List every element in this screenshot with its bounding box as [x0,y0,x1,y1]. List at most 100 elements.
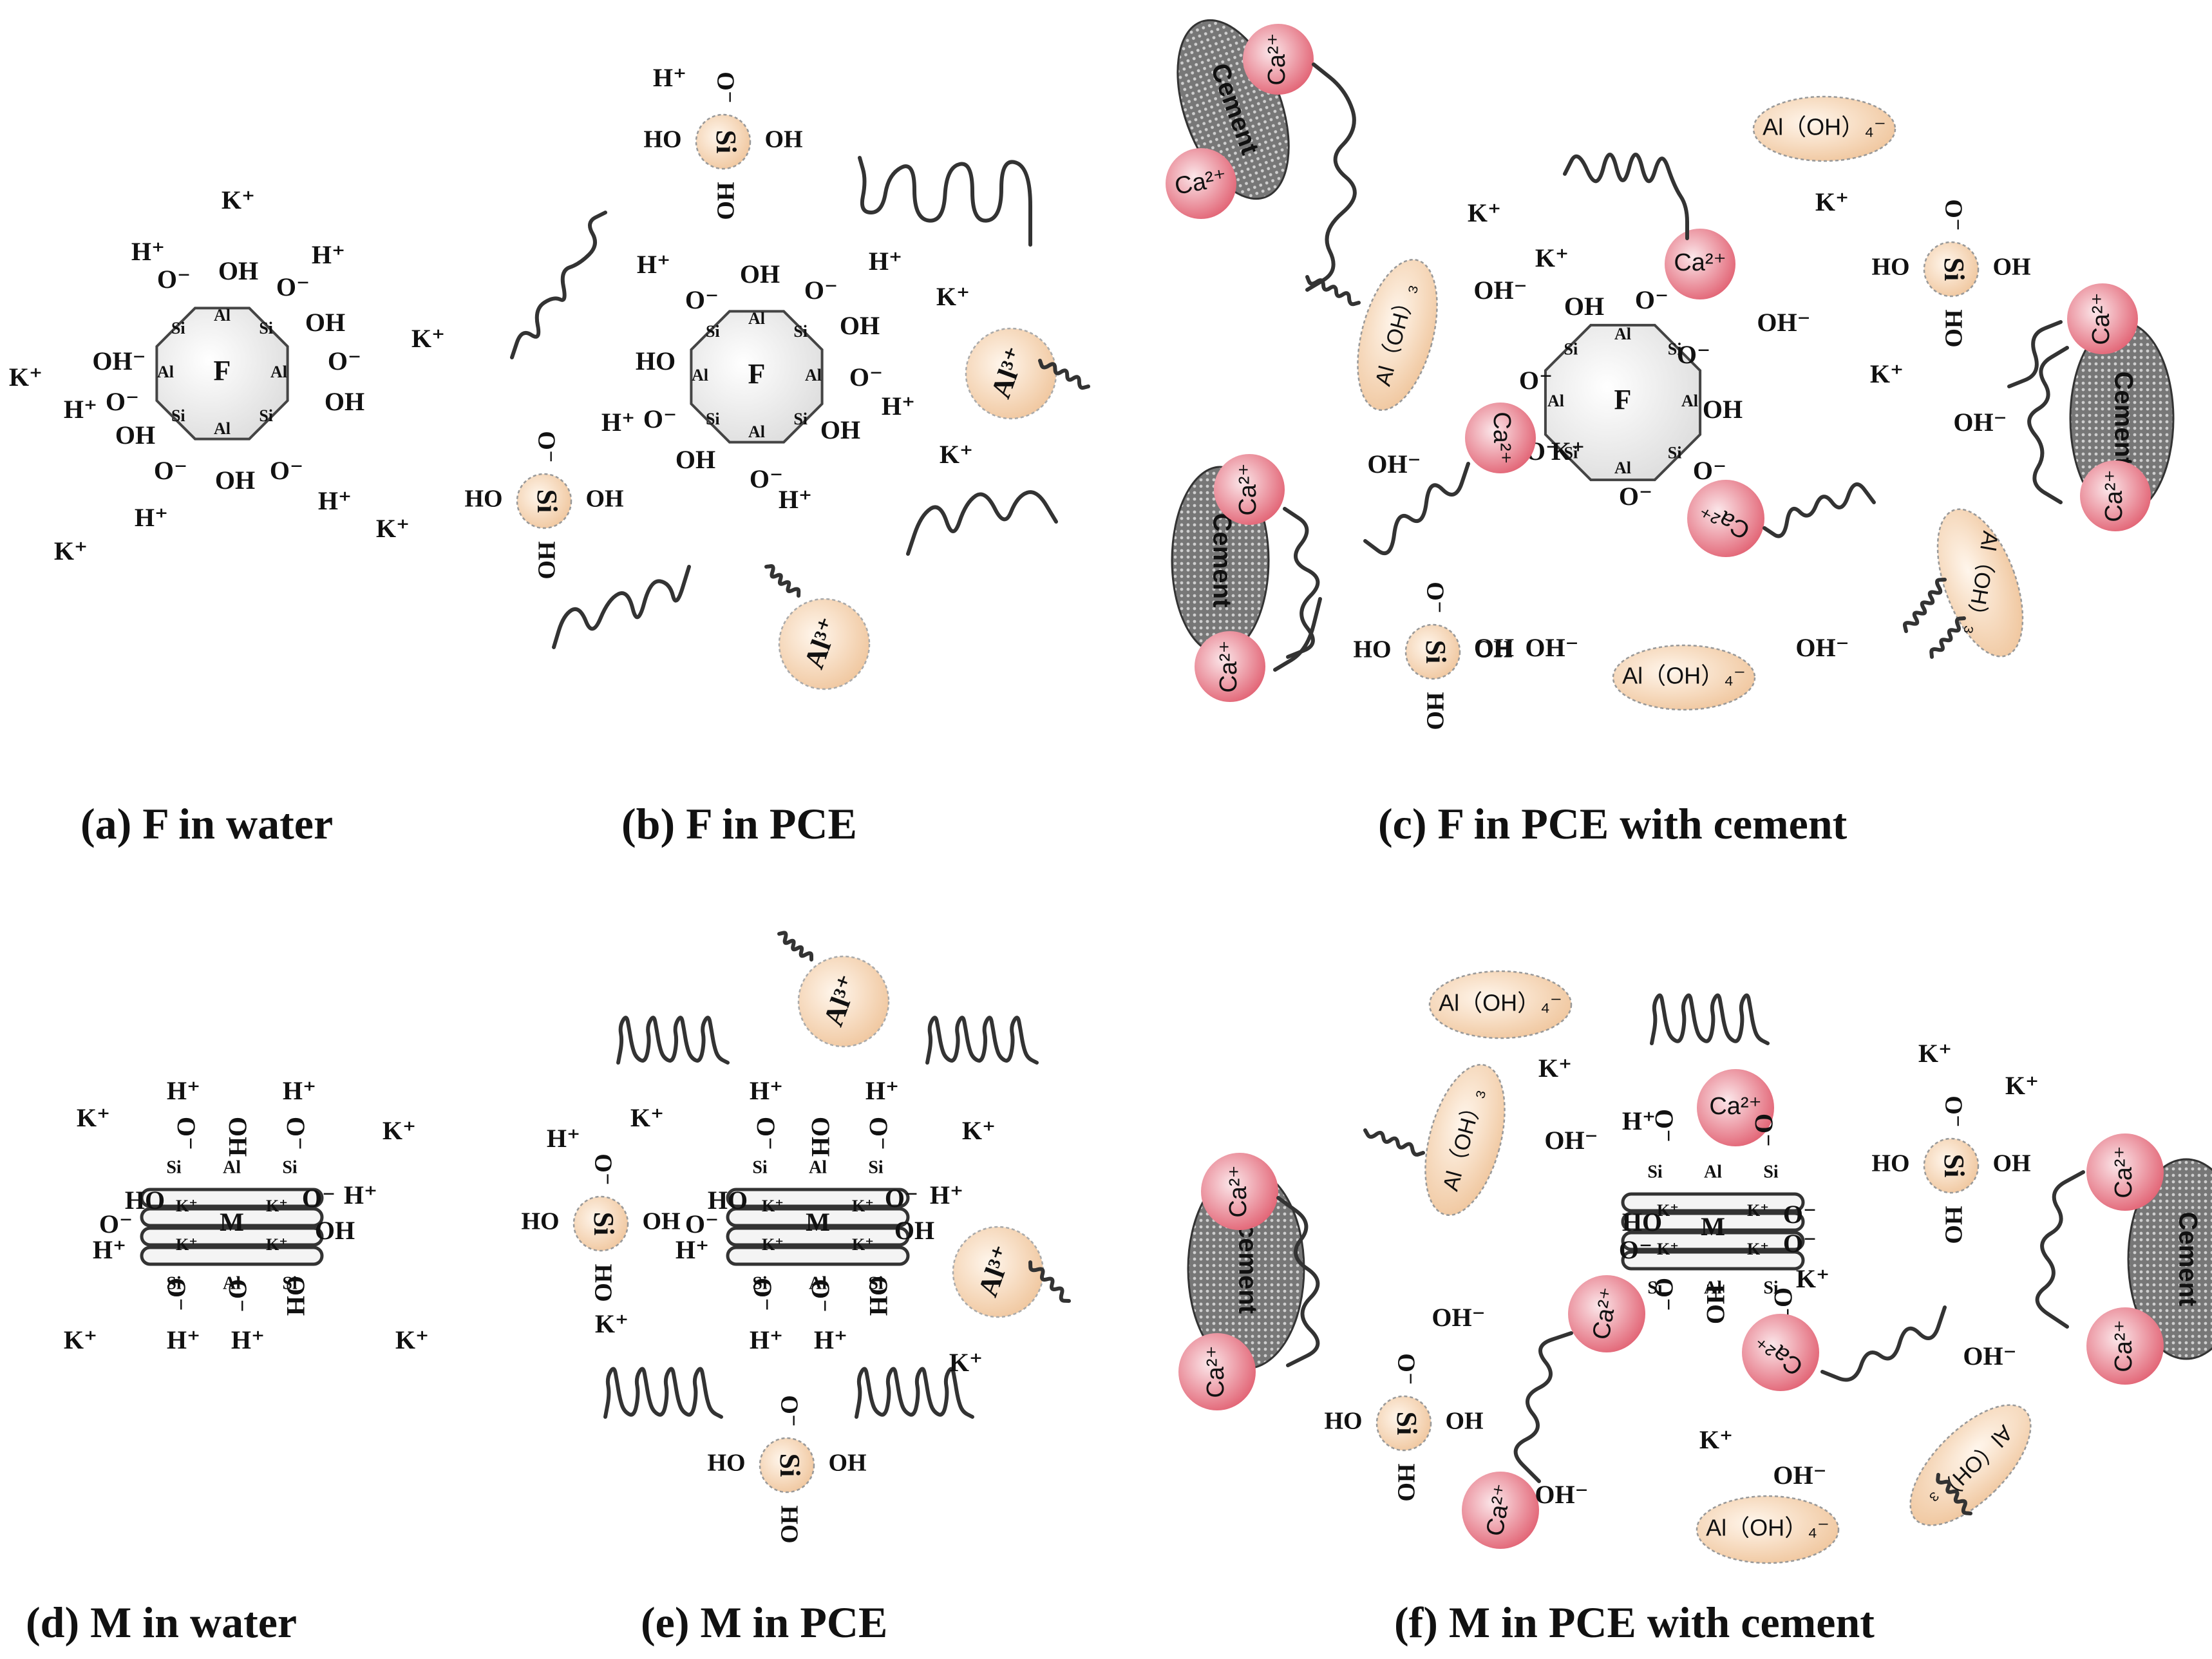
si-label: Si [868,1157,884,1177]
si-label: Si [1420,640,1451,664]
calcium-ion: Ca²⁺ [1665,229,1735,299]
hydroxyl-label: HO [1871,1150,1909,1177]
hydroxyl-label: OH [218,256,258,285]
oxide-label: O⁻ [712,71,739,104]
hydroxide-ion-label: OH⁻ [1544,1126,1598,1155]
ca-ion-circle [1195,631,1265,702]
h-ion-label: H⁺ [1622,1106,1656,1135]
si-center-circle [759,1437,815,1493]
k-ion-label: K⁺ [2005,1071,2039,1100]
si-label: Si [588,1212,619,1236]
al-label: Al [1704,1278,1722,1298]
layer-sheet [140,1188,324,1208]
al-oh-chain-c3 [1929,616,1966,659]
ca-ion-circle [2067,283,2138,354]
ca-label: Ca²⁺ [1674,249,1726,276]
ca-label: Ca²⁺ [1225,1165,1252,1217]
ca-ion-circle [2080,460,2151,531]
caption-c: (c) F in PCE with cement [1378,799,1848,848]
ca-ion-circle [1166,148,1236,219]
hydroxyl-label: HO [1940,309,1967,347]
h-ion-label: H⁺ [231,1325,265,1354]
pce-chain-c3 [1363,462,1470,556]
caption-e: (e) M in PCE [641,1598,887,1647]
al-oh-chain-c2 [1902,578,1947,633]
calcium-ion: Ca²⁺ [1201,1153,1278,1230]
k-ion-label: K⁺ [762,1235,784,1254]
oxide-label: O⁻ [804,276,838,305]
oxide-label: O⁻ [752,1117,780,1150]
hydroxyl-label: HO [636,346,676,375]
aluminum-ion: Al³⁺ [965,327,1057,420]
aluminate-ion: Al（OH）₄⁻ [1612,644,1756,711]
pce-chain-c2 [1563,153,1689,240]
hydroxide-ion-label: OH⁻ [1367,450,1421,479]
si-label: Si [1668,339,1682,358]
hydroxyl-label: OH [740,260,780,289]
layer-sheet [1621,1192,1805,1213]
particle-f-label: F [748,358,766,390]
h-ion-label: H⁺ [779,485,812,514]
particle-f-label: F [214,355,231,386]
h-ion-label: H⁺ [547,1124,580,1153]
si-center-circle [1375,1395,1432,1452]
hydroxyl-label: OH [894,1216,934,1245]
hydroxide-ion-label: OH⁻ [1473,276,1527,305]
hydroxide-ion-label: OH⁻ [1773,1461,1826,1490]
caption-d: (d) M in water [26,1598,297,1647]
layer-sheet [140,1207,324,1228]
pce-chain-f2 [1513,1331,1573,1483]
k-ion-label: K⁺ [1468,198,1501,227]
k-ion-label: K⁺ [77,1103,110,1132]
h-ion-label: H⁺ [869,247,902,276]
caption-b: (b) F in PCE [621,799,857,848]
ca-ion-circle [1568,1275,1645,1352]
particle-m-label: M [1701,1212,1725,1241]
si-label: Si [774,1454,806,1477]
h-ion-label: H⁺ [653,63,686,92]
aluminum-hydroxide: Al（OH）₃ [1357,258,1438,412]
ellipse-shape [1909,1404,2032,1526]
h-ion-label: H⁺ [312,240,345,269]
al-label: Al [809,1157,827,1177]
h-ion-label: H⁺ [135,503,168,532]
ca-ion-circle [1178,1333,1256,1410]
h-ion-label: H⁺ [93,1235,126,1264]
k-ion-label: K⁺ [595,1309,629,1338]
k-ion-label: K⁺ [266,1197,288,1215]
hydroxyl-label: HO [707,1450,745,1477]
calcium-ion: Ca²⁺ [2086,1133,2164,1211]
aluminate-ion-label: Al（OH）₄⁻ [1439,990,1562,1016]
k-ion-label: K⁺ [9,363,43,392]
pce-chain-b3 [552,565,691,649]
oxide-label: O⁻ [1940,199,1967,231]
hydroxyl-label: OH [1992,254,2030,281]
hydroxide-ion-label: OH⁻ [1963,1341,2016,1370]
k-ion-label: K⁺ [176,1235,198,1254]
aluminum-ion: Al³⁺ [797,955,890,1048]
pce-comb-chain-e2 [925,1016,1039,1065]
si-center-circle [695,113,752,170]
ellipse-shape [1612,644,1756,711]
aluminum-hydroxide: Al（OH）₃ [1424,1063,1506,1217]
k-ion-label: K⁺ [64,1325,97,1354]
k-ion-label: K⁺ [1538,1054,1572,1083]
hydroxide-ion-label: OH⁻ [1953,408,2007,437]
cement-particle: Cement [2127,1158,2212,1360]
k-ion-label: K⁺ [762,1197,784,1215]
al-tail-chain-e2 [1028,1260,1071,1303]
oxide-label: O⁻ [328,346,361,375]
calcium-ion: Ca²⁺ [1465,403,1536,473]
calcium-ion: Ca²⁺ [1214,454,1285,525]
oxide-label: O⁻ [1650,1278,1679,1311]
oxide-label: O⁻ [1940,1095,1967,1128]
calcium-ion: Ca²⁺ [1195,631,1265,702]
k-ion-label: K⁺ [176,1197,198,1215]
hydroxide-ion-label: OH⁻ [92,346,146,375]
al-oh-chain-f2 [1936,1473,1972,1515]
